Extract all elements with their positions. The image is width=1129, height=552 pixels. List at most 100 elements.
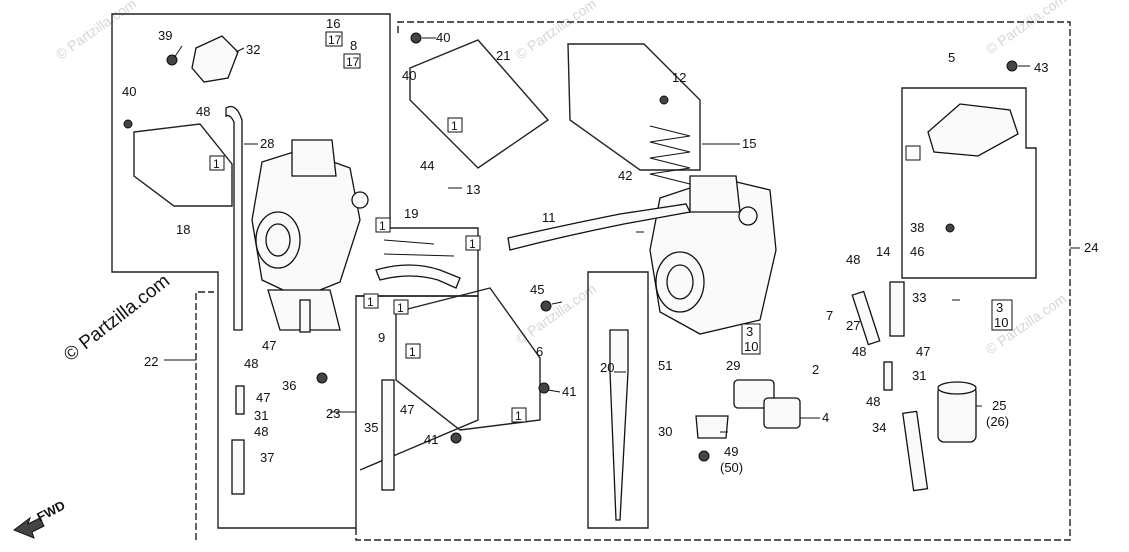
callout-3: 3 <box>746 324 753 339</box>
callout-48: 48 <box>852 344 866 359</box>
fuel-pipe-lower <box>375 264 461 289</box>
fwd-label: FWD <box>34 498 67 525</box>
callout-9: 9 <box>378 330 385 345</box>
callout-boxes <box>209 31 1013 423</box>
callout-1: 1 <box>379 219 386 233</box>
callout-47: 47 <box>256 390 270 405</box>
callout-45: 45 <box>530 282 544 297</box>
callout-48: 48 <box>254 424 268 439</box>
callout-10: 10 <box>744 339 758 354</box>
callout-43: 43 <box>1034 60 1048 75</box>
callout-46: 46 <box>910 244 924 259</box>
box-top-cover <box>901 87 1037 279</box>
tube-34 <box>902 410 929 492</box>
callout-27: 27 <box>846 318 860 333</box>
callout-37: 37 <box>260 450 274 465</box>
tube-27 <box>851 290 881 346</box>
callout-44: 44 <box>420 158 434 173</box>
screw-41-a <box>538 382 550 394</box>
tube-33 <box>889 281 905 337</box>
subframe-right-assembly <box>587 271 649 529</box>
callout-3: 3 <box>996 300 1003 315</box>
callout-48: 48 <box>866 394 880 409</box>
callout-48: 48 <box>244 356 258 371</box>
diaphragm-30 <box>695 415 729 439</box>
callout-17: 17 <box>328 33 342 47</box>
callout-16: 16 <box>326 16 340 31</box>
callout-20: 20 <box>600 360 614 375</box>
callout-33: 33 <box>912 290 926 305</box>
screw-45 <box>540 300 552 312</box>
box-throttle-linkage <box>567 43 701 171</box>
float-4 <box>733 379 801 429</box>
callout-14: 14 <box>876 244 890 259</box>
screw-36 <box>316 372 328 384</box>
watermark-faint: © Partzilla.com <box>983 0 1069 57</box>
callout-39: 39 <box>158 28 172 43</box>
callout-34: 34 <box>872 420 886 435</box>
callout-18: 18 <box>176 222 190 237</box>
callout-13: 13 <box>466 182 480 197</box>
callout-49: 49 <box>724 444 738 459</box>
callout-32: 32 <box>246 42 260 57</box>
screw-41-b <box>450 432 462 444</box>
callout-1: 1 <box>397 301 404 315</box>
box-float-bowl <box>395 287 541 431</box>
callout-25: 25 <box>992 398 1006 413</box>
callout-31: 31 <box>254 408 268 423</box>
callout-51: 51 <box>658 358 672 373</box>
callout-48: 48 <box>846 252 860 267</box>
callout-15: 15 <box>742 136 756 151</box>
subframe-float-bowl <box>356 295 479 471</box>
callout-1: 1 <box>409 345 416 359</box>
top-cover-5 <box>927 103 1019 157</box>
jet-needle-20 <box>609 329 629 521</box>
screw-38 <box>945 223 955 233</box>
callout-35: 35 <box>364 420 378 435</box>
callout-10: 10 <box>994 315 1008 330</box>
callout-21: 21 <box>496 48 510 63</box>
callout-41: 41 <box>424 432 438 447</box>
callout-1: 1 <box>213 157 220 171</box>
screw-12 <box>659 95 669 105</box>
vent-tube-28 <box>225 105 243 331</box>
spring-19 <box>383 239 455 257</box>
leader-lines <box>164 37 1080 433</box>
callout-5: 5 <box>948 50 955 65</box>
callout-31: 31 <box>912 368 926 383</box>
callout-4: 4 <box>822 410 829 425</box>
callout-7: 7 <box>826 308 833 323</box>
callout-11: 11 <box>542 210 556 225</box>
callout-42: 42 <box>618 168 632 183</box>
callout-29: 29 <box>726 358 740 373</box>
box-choke-lever <box>133 123 233 207</box>
left-carburetor-body <box>251 139 369 333</box>
watermark-faint: © Partzilla.com <box>53 0 139 62</box>
callout-48: 48 <box>196 104 210 119</box>
watermark-main: © Partzilla.com <box>60 271 174 366</box>
screw-43 <box>1006 60 1018 72</box>
callout-17: 17 <box>346 55 360 69</box>
outer-frame-main <box>195 21 1071 541</box>
callout-1: 1 <box>515 409 522 423</box>
callout-47: 47 <box>262 338 276 353</box>
fuel-filter-25 <box>937 381 977 443</box>
callout-47: 47 <box>916 344 930 359</box>
cover-32 <box>191 35 239 83</box>
screw-49 <box>698 450 710 462</box>
callout-28: 28 <box>260 136 274 151</box>
callout-40: 40 <box>436 30 450 45</box>
tube-35 <box>381 379 395 491</box>
screw-40 <box>410 32 422 44</box>
callout-40: 40 <box>402 68 416 83</box>
box-accelerator-pump <box>409 39 550 169</box>
watermark-faint: © Partzilla.com <box>513 0 599 62</box>
callout-26: (26) <box>986 414 1009 429</box>
callout-6: 6 <box>536 344 543 359</box>
forward-arrow <box>12 516 45 539</box>
callout-8: 8 <box>350 38 357 53</box>
callout-47: 47 <box>400 402 414 417</box>
callout-1: 1 <box>469 237 476 251</box>
spacer-31 <box>235 385 245 415</box>
